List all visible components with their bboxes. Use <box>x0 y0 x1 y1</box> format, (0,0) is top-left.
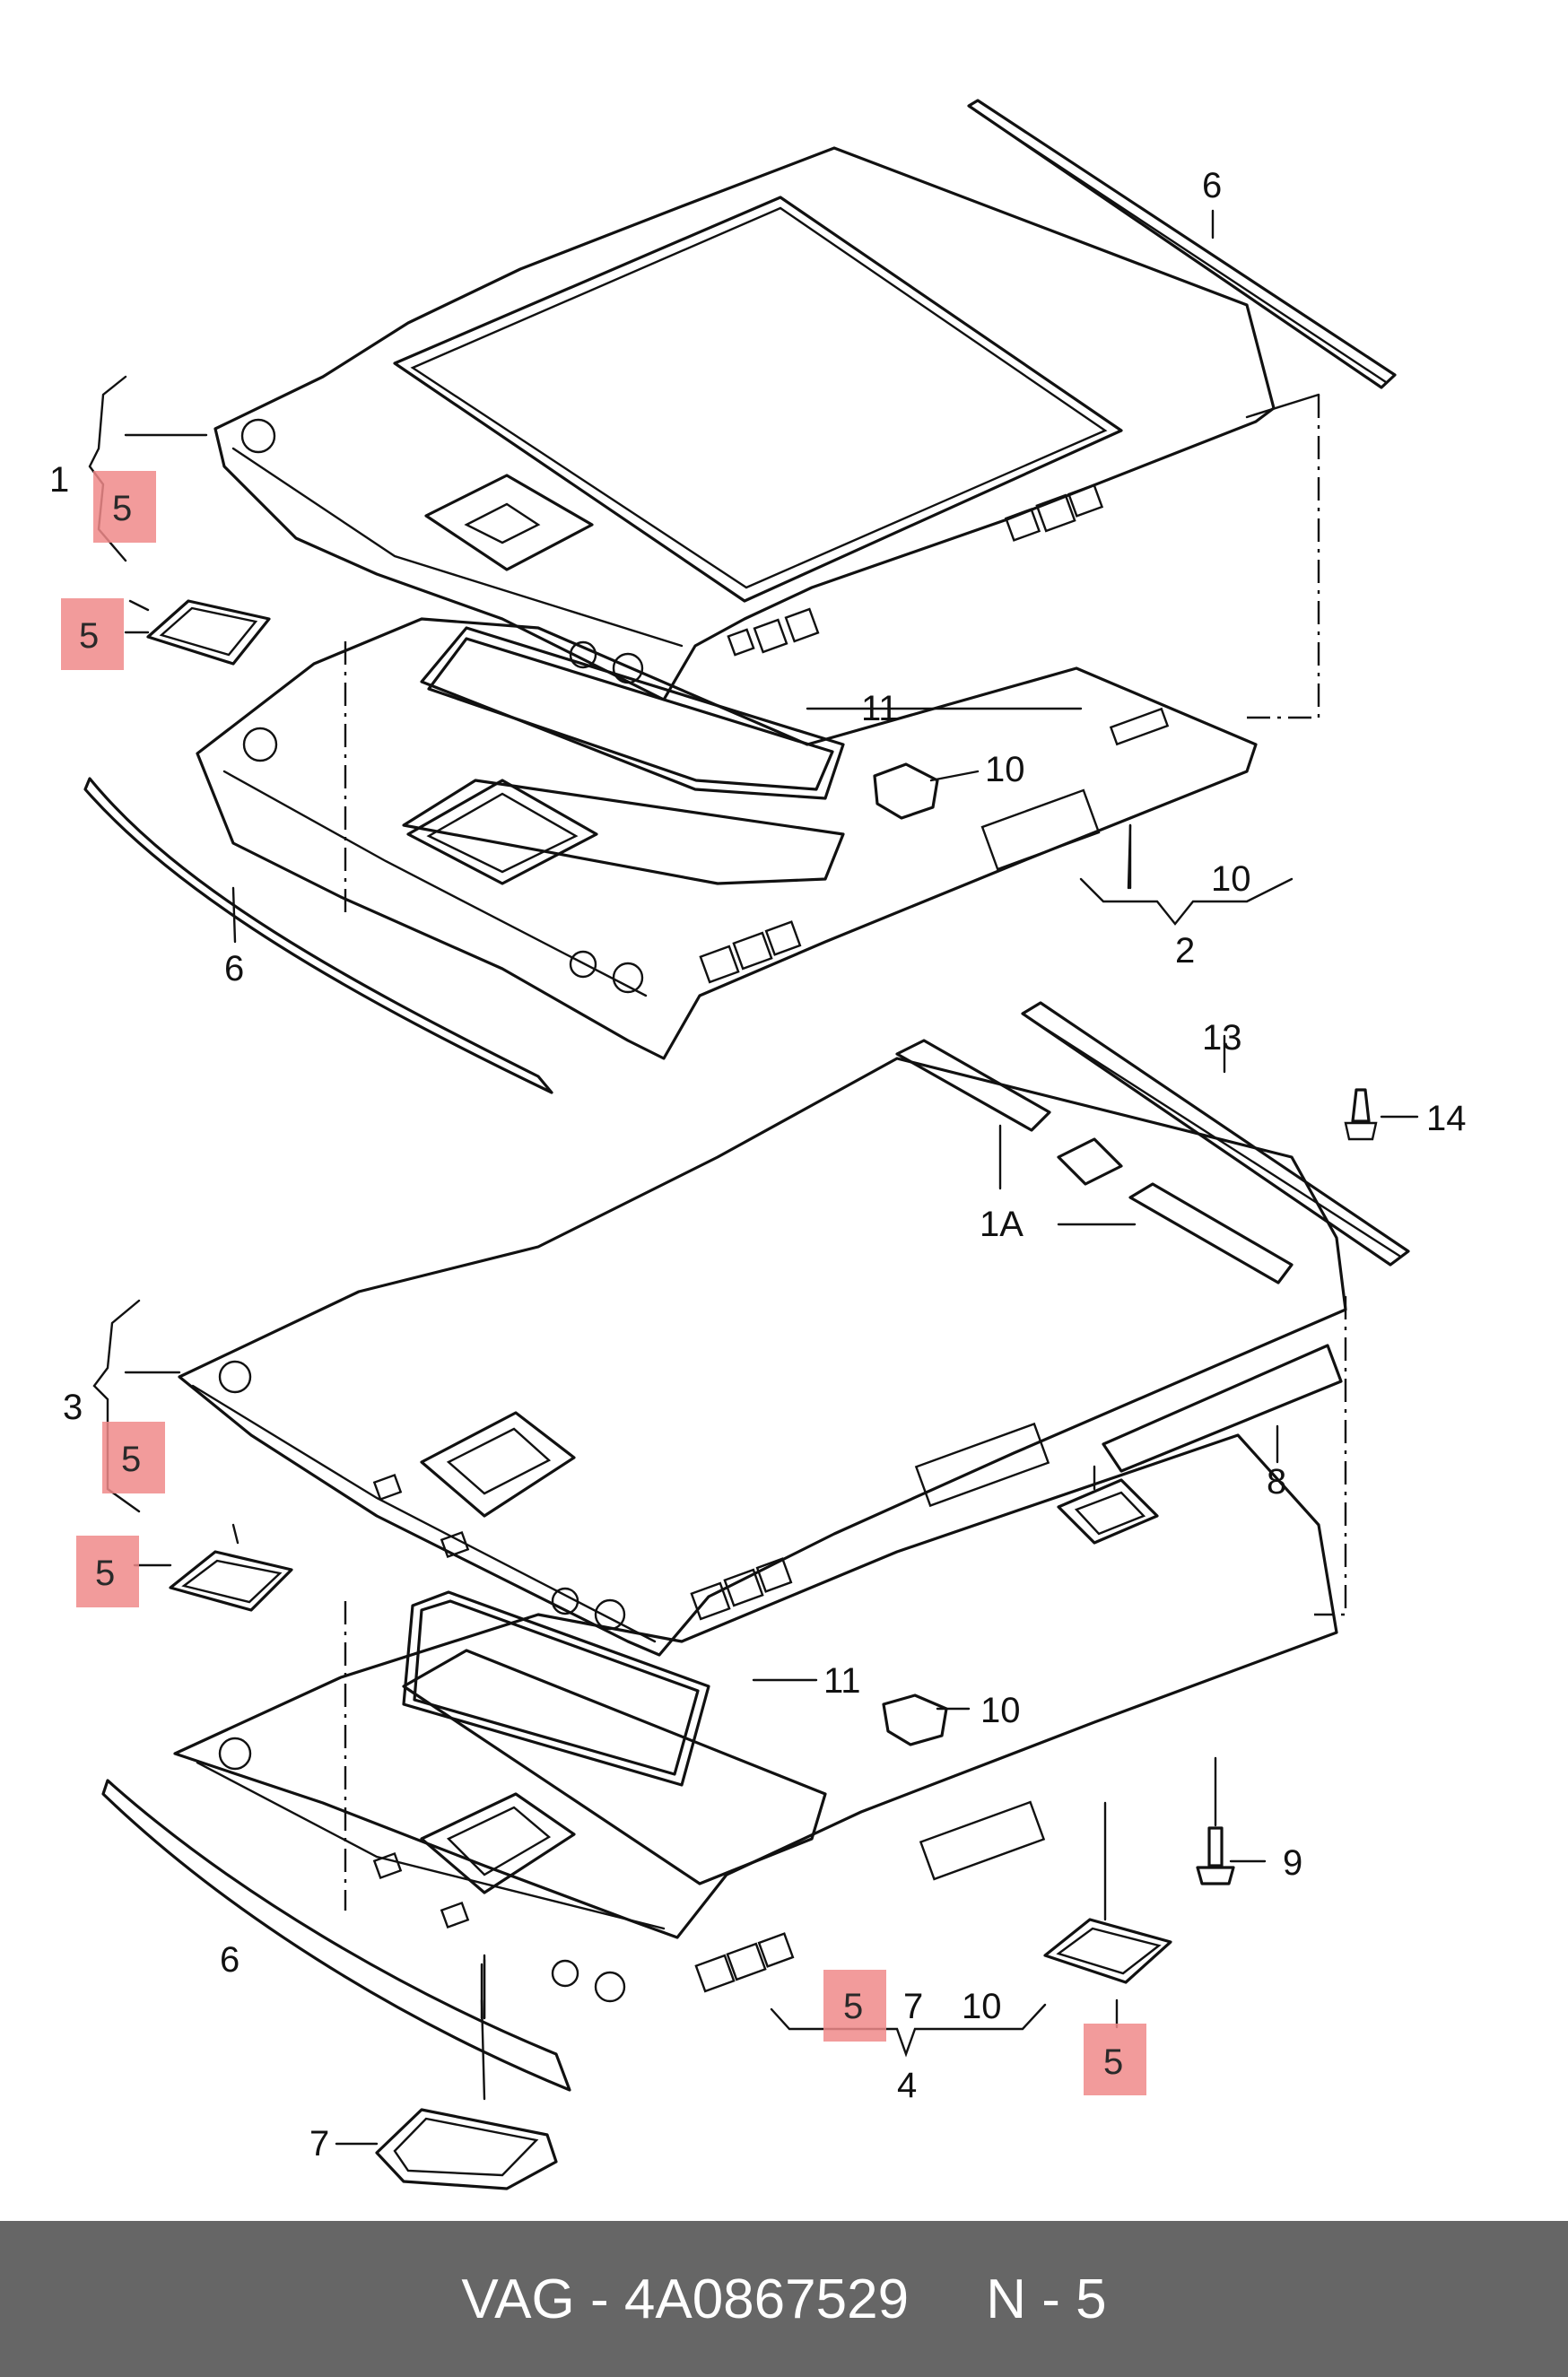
callout-label: 9 <box>1283 1843 1302 1883</box>
highlight-box <box>93 471 156 543</box>
headliner-lower-assembly <box>101 1001 1410 2190</box>
highlight-box <box>823 1970 886 2042</box>
separator: - <box>574 2268 624 2330</box>
callout-label: 6 <box>1202 166 1222 205</box>
part-number: 4A0867529 <box>623 2268 910 2330</box>
callout-label: 7 <box>309 2124 329 2164</box>
callout-label: 10 <box>962 1987 1002 2026</box>
spacer <box>909 2268 986 2331</box>
position-label: N <box>986 2268 1026 2330</box>
callout-label: 11 <box>861 689 899 728</box>
callout-label: 5 <box>112 489 132 528</box>
callout-label: 14 <box>1426 1099 1467 1138</box>
callout-label: 2 <box>1175 931 1195 971</box>
callout-label: 6 <box>220 1940 240 1980</box>
callout-label: 13 <box>1202 1018 1242 1058</box>
callout-label: 7 <box>903 1987 923 2026</box>
highlight-box <box>61 598 124 670</box>
separator: - <box>1026 2268 1076 2330</box>
parts-diagram: 6 1 5 5 11 10 10 2 6 13 14 1A 3 5 8 5 11… <box>49 99 1467 2190</box>
callout-label: 8 <box>1267 1462 1286 1502</box>
brand-label: VAG <box>461 2268 575 2330</box>
highlight-box <box>102 1422 165 1493</box>
callout-label: 1A <box>980 1205 1024 1244</box>
callout-label: 3 <box>63 1388 83 1427</box>
callout-label: 5 <box>121 1440 141 1479</box>
highlight-box <box>76 1536 139 1607</box>
callout-labels: 6 1 5 5 11 10 10 2 6 13 14 1A 3 5 8 5 11… <box>49 166 1467 2164</box>
callout-label: 5 <box>1103 2042 1123 2082</box>
part-footer-bar: VAG - 4A0867529 N - 5 <box>0 2221 1568 2377</box>
headliner-upper-assembly <box>83 99 1397 1094</box>
leader-lines <box>88 209 1419 2146</box>
callout-label: 10 <box>985 750 1025 789</box>
callout-label: 6 <box>224 949 244 988</box>
callout-label: 10 <box>1211 859 1251 899</box>
position-number: 5 <box>1076 2268 1107 2330</box>
highlight-box <box>1084 2024 1146 2095</box>
callout-label: 5 <box>79 616 99 656</box>
callout-label: 5 <box>95 1554 115 1593</box>
callout-label: 5 <box>843 1987 863 2026</box>
highlight-boxes <box>61 471 1146 2095</box>
callout-label: 11 <box>823 1661 861 1701</box>
callout-label: 4 <box>897 2066 917 2105</box>
callout-label: 10 <box>980 1691 1021 1730</box>
callout-label: 1 <box>49 460 69 500</box>
